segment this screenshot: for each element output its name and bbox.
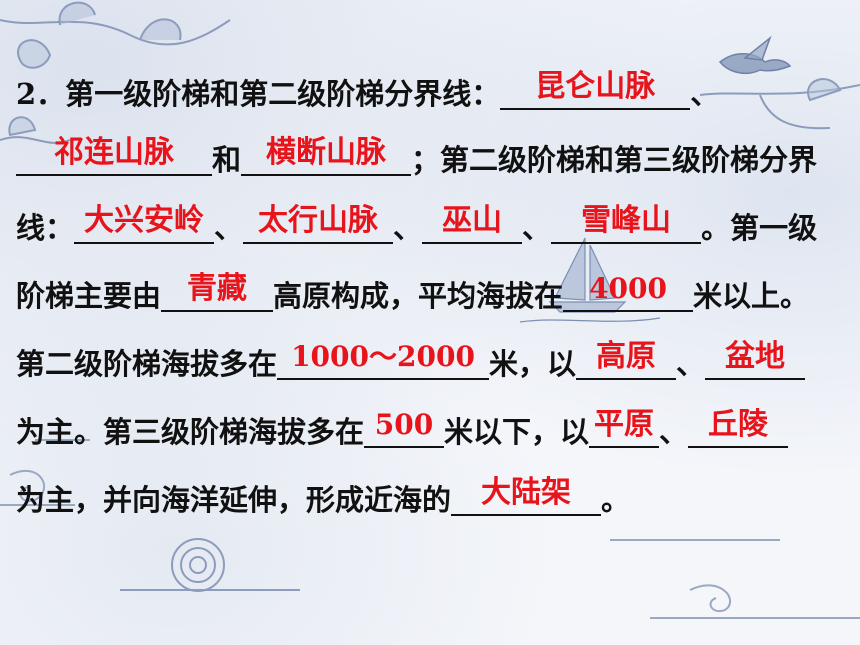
question-text: 。第一级: [701, 211, 818, 245]
answer-16: 大陆架: [481, 475, 572, 510]
answer-6: 巫山: [442, 203, 503, 238]
answer-blank: 盆地: [705, 340, 806, 380]
answer-blank: 昆仑山脉: [500, 70, 691, 110]
answer-blank: 太行山脉: [243, 204, 394, 244]
answer-1: 昆仑山脉: [535, 69, 656, 104]
answer-blank: 4000: [563, 272, 694, 312]
question-text: 线：: [16, 211, 75, 245]
answer-blank: 500: [364, 408, 445, 448]
question-number: 2．: [16, 77, 66, 111]
question-line-1: 2．第一级阶梯和第二级阶梯分界线： 昆仑山脉、: [16, 70, 720, 114]
question-text: 米以上。: [693, 279, 810, 313]
answer-blank: 巫山: [422, 204, 523, 244]
concentric-circle-icon: [120, 538, 300, 592]
question-line-4: 阶梯主要由青藏高原构成，平均海拔在 4000 米以上。: [16, 272, 810, 316]
question-text: 阶梯主要由: [16, 279, 162, 313]
question-line-3: 线：大兴安岭、太行山脉、巫山、雪峰山。第一级: [16, 204, 818, 248]
answer-12: 盆地: [725, 339, 786, 374]
answer-10: 1000～2000: [291, 340, 475, 373]
answer-blank: 大陆架: [451, 476, 602, 516]
answer-blank: 丘陵: [688, 408, 789, 448]
answer-blank: 平原: [589, 408, 660, 448]
question-line-5: 第二级阶梯海拔多在 1000～2000 米，以高原、盆地: [16, 340, 806, 384]
answer-15: 丘陵: [708, 407, 769, 442]
question-line-6: 为主。第三级阶梯海拔多在 500 米以下，以平原、丘陵: [16, 408, 789, 452]
answer-11: 高原: [596, 339, 657, 374]
answer-8: 青藏: [187, 271, 248, 306]
question-text: 第二级阶梯海拔多在: [16, 347, 278, 381]
question-text: 、: [690, 77, 720, 111]
question-line-2: 祁连山脉 和横断山脉 ；第二级阶梯和第三级阶梯分界: [16, 136, 818, 180]
answer-13: 500: [374, 408, 434, 441]
answer-14: 平原: [594, 407, 655, 442]
cloud-pattern-icon: [0, 439, 860, 619]
question-text: 高原构成，平均海拔在: [273, 279, 564, 313]
sailboat-icon: [519, 237, 661, 323]
question-text: 、: [522, 211, 552, 245]
answer-4: 大兴安岭: [84, 203, 205, 238]
answer-blank: 横断山脉: [241, 136, 412, 176]
magnolia-branch-icon: [0, 1, 231, 144]
answer-blank: 1000～2000: [277, 340, 490, 380]
question-text: 第一级阶梯和第二级阶梯分界线：: [65, 77, 501, 111]
question-text: 米以下，以: [444, 415, 590, 449]
question-text: 、: [393, 211, 423, 245]
question-text: 为主，并向海洋延伸，形成近海的: [16, 483, 452, 517]
answer-5: 太行山脉: [258, 203, 379, 238]
question-text: 、: [214, 211, 244, 245]
answer-blank: 祁连山脉: [16, 136, 212, 176]
answer-7: 雪峰山: [581, 203, 672, 238]
answer-blank: 高原: [576, 340, 677, 380]
answer-blank: 雪峰山: [551, 204, 702, 244]
answer-2: 祁连山脉: [54, 135, 174, 170]
question-text: 。: [601, 483, 631, 517]
question-text: 米，以: [489, 347, 577, 381]
question-text: 和: [212, 143, 242, 177]
answer-3: 横断山脉: [266, 135, 387, 170]
question-text: 为主。第三级阶梯海拔多在: [16, 415, 365, 449]
question-line-7: 为主，并向海洋延伸，形成近海的大陆架。: [16, 476, 631, 520]
answer-blank: 大兴安岭: [74, 204, 215, 244]
bird-icon: [718, 35, 792, 75]
answer-9: 4000: [589, 272, 667, 305]
question-text: 、: [676, 347, 706, 381]
question-text: 、: [659, 415, 689, 449]
answer-blank: 青藏: [161, 272, 274, 312]
question-text: ；第二级阶梯和第三级阶梯分界: [411, 143, 818, 177]
